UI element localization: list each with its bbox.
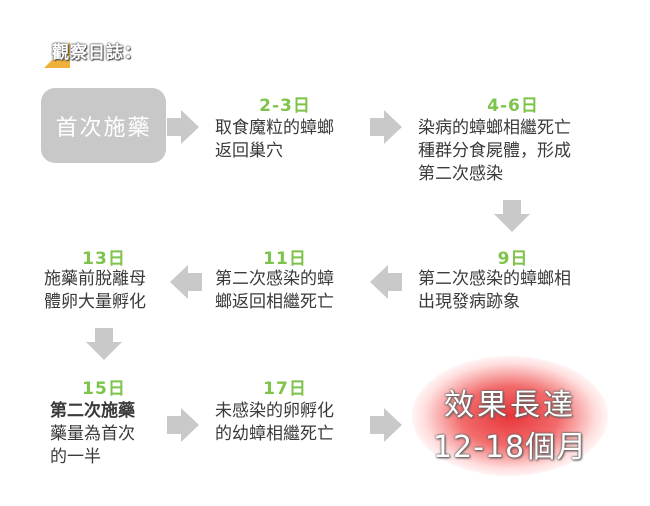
arrow-down-icon (86, 328, 122, 362)
title-accent-triangle (44, 42, 70, 68)
step-line: 的幼蟑相繼死亡 (215, 424, 334, 444)
arrow-left-icon (370, 265, 404, 299)
step-day-label: 17日 (263, 379, 307, 399)
step-day-label: 15日 (82, 379, 126, 399)
step-description: 未感染的卵孵化 的幼蟑相繼死亡 (215, 400, 375, 446)
step-line: 返回巢穴 (215, 141, 283, 161)
step-description: 第二次施藥 藥量為首次 的一半 (50, 400, 180, 469)
arrow-right-icon (167, 408, 201, 442)
step-day-label: 11日 (263, 249, 307, 269)
step-day-label: 4-6日 (487, 96, 539, 116)
first-application-label: 首次施藥 (55, 116, 152, 141)
result-line-2: 12-18個月 (432, 430, 588, 465)
step-description: 施藥前脫離母 體卵大量孵化 (44, 268, 174, 314)
step-day-label: 2-3日 (259, 96, 311, 116)
step-description: 染病的蟑螂相繼死亡 種群分食屍體，形成 第二次感染 (418, 117, 618, 186)
arrow-right-icon (167, 110, 201, 144)
step-line: 藥量為首次 (50, 424, 135, 444)
step-line: 染病的蟑螂相繼死亡 (418, 118, 571, 138)
result-glow (412, 356, 608, 476)
step-description: 第二次感染的蟑 螂返回相繼死亡 (215, 268, 375, 314)
step-line: 種群分食屍體，形成 (418, 141, 571, 161)
step-line: 第二次感染的蟑 (215, 269, 334, 289)
first-application-box: 首次施藥 (41, 88, 166, 163)
page-title: 觀察日誌： (52, 43, 142, 63)
arrow-right-icon (370, 110, 404, 144)
step-day-label: 13日 (82, 249, 126, 269)
step-line: 螂返回相繼死亡 (215, 292, 334, 312)
step-line: 出現發病跡象 (418, 292, 520, 312)
arrow-down-icon (494, 200, 530, 234)
step-line: 體卵大量孵化 (44, 292, 146, 312)
step-line: 未感染的卵孵化 (215, 401, 334, 421)
arrow-right-icon (370, 408, 404, 442)
step-line: 的一半 (50, 447, 101, 467)
step-line: 取食魔粒的蟑螂 (215, 118, 334, 138)
page-title-block: 觀察日誌： (44, 34, 164, 68)
step-line: 施藥前脫離母 (44, 269, 146, 289)
step-line: 第二次感染的蟑螂相 (418, 269, 571, 289)
step-day-label: 9日 (497, 249, 529, 269)
step-line-emphasis: 第二次施藥 (50, 401, 135, 421)
step-description: 第二次感染的蟑螂相 出現發病跡象 (418, 268, 618, 314)
step-line: 第二次感染 (418, 164, 503, 184)
result-line-1: 效果長達 (444, 388, 576, 423)
step-description: 取食魔粒的蟑螂 返回巢穴 (215, 117, 375, 163)
arrow-left-icon (170, 265, 204, 299)
